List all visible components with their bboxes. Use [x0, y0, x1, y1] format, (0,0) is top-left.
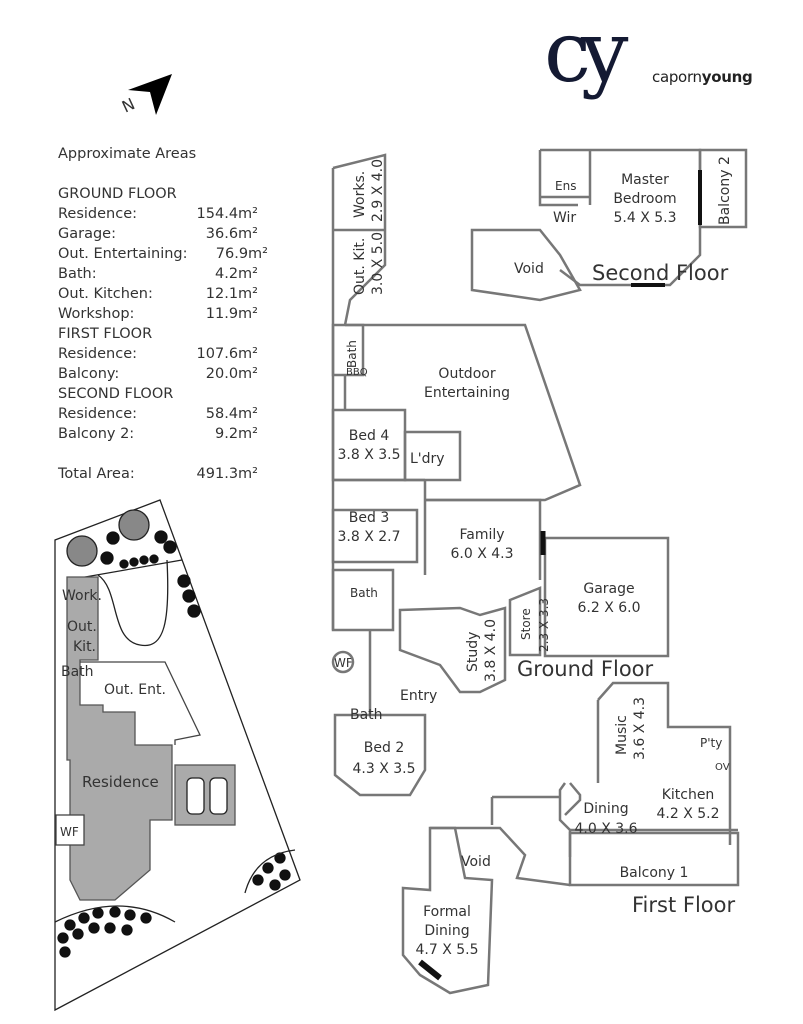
- site-label-wf: WF: [60, 825, 79, 839]
- room-wir: Wir: [553, 210, 576, 226]
- area-row: Out. Entertaining:76.9m²: [58, 246, 268, 262]
- room-study: Study: [465, 632, 481, 672]
- room-outkit: Out. Kit.: [352, 238, 368, 295]
- site-label-out-ent: Out. Ent.: [104, 682, 166, 698]
- room-bath-entry: Bath: [350, 707, 383, 723]
- area-row: Out. Kitchen:12.1m²: [58, 286, 258, 302]
- area-row: Residence:154.4m²: [58, 206, 258, 222]
- room-bed3-dim: 3.8 X 2.7: [337, 529, 400, 545]
- room-dining-dim: 4.0 X 3.6: [574, 821, 637, 837]
- room-outdoor-line2: Entertaining: [424, 385, 510, 401]
- room-master-dim: 5.4 X 5.3: [613, 210, 676, 226]
- brand-logo: cy capornyoung: [540, 10, 770, 118]
- room-garage: Garage: [583, 581, 634, 597]
- brand-name-light: caporn: [652, 68, 702, 86]
- site-label-residence: Residence: [82, 773, 159, 791]
- room-void-first: Void: [461, 854, 491, 870]
- site-plan: Work. Out. Kit. Bath Out. Ent. Residence…: [54, 499, 301, 1012]
- room-balcony1: Balcony 1: [620, 865, 689, 881]
- site-label-outkit-2: Kit.: [73, 639, 96, 655]
- area-row: Balcony 2:9.2m²: [58, 426, 258, 442]
- second-floor-label: Second Floor: [592, 261, 729, 285]
- total-area-row: Total Area:491.3m²: [58, 466, 258, 482]
- room-family-dim: 6.0 X 4.3: [450, 546, 513, 562]
- site-label-outkit-1: Out.: [67, 619, 97, 635]
- room-formal-line1: Formal: [423, 904, 471, 920]
- room-store: Store: [519, 608, 533, 640]
- room-works-dim: 2.9 X 4.0: [370, 159, 386, 222]
- room-bed3: Bed 3: [349, 510, 389, 526]
- room-bed2-dim: 4.3 X 3.5: [352, 761, 415, 777]
- first-floor-label: First Floor: [632, 893, 735, 917]
- room-master-line1: Master: [621, 172, 669, 188]
- room-family: Family: [459, 527, 504, 543]
- area-row: Residence:58.4m²: [58, 406, 258, 422]
- room-bed4: Bed 4: [349, 428, 390, 444]
- room-pty: P'ty: [700, 736, 722, 750]
- section-second-heading: SECOND FLOOR: [58, 386, 174, 402]
- brand-name-bold: young: [701, 68, 753, 86]
- room-bbq: BBQ: [346, 367, 368, 378]
- site-label-bath: Bath: [61, 664, 94, 680]
- room-wf: WF: [334, 656, 353, 670]
- room-outkit-dim: 3.0 X 5.0: [370, 232, 386, 295]
- second-floor-plan: Master Bedroom 5.4 X 5.3 Balcony 2 Ens W…: [470, 148, 748, 302]
- brand-monogram: cy: [544, 3, 628, 101]
- room-garage-dim: 6.2 X 6.0: [577, 600, 640, 616]
- ground-floor-label: Ground Floor: [517, 657, 654, 681]
- first-floor-plan: Music 3.6 X 4.3 P'ty OV Kitchen 4.2 X 5.…: [401, 681, 740, 995]
- room-music: Music: [614, 715, 630, 755]
- room-master-line2: Bedroom: [613, 191, 676, 207]
- room-dining: Dining: [583, 801, 628, 817]
- area-row: Garage:36.6m²: [58, 226, 258, 242]
- area-row: Workshop:11.9m²: [58, 306, 258, 322]
- room-ens: Ens: [555, 179, 576, 193]
- area-row: Bath:4.2m²: [58, 266, 258, 282]
- section-ground-heading: GROUND FLOOR: [58, 186, 177, 202]
- room-kitchen-dim: 4.2 X 5.2: [656, 806, 719, 822]
- room-void-second: Void: [514, 261, 544, 277]
- room-formal-line2: Dining: [424, 923, 469, 939]
- area-row: Residence:107.6m²: [58, 346, 258, 362]
- room-store-dim: 2.3 X 3.3: [537, 598, 551, 652]
- brand-wordmark: capornyoung: [652, 68, 753, 86]
- room-ldry: L'dry: [410, 451, 445, 467]
- room-bath-ground: Bath: [350, 586, 378, 600]
- north-arrow-icon: N: [119, 74, 172, 116]
- area-schedule-title: Approximate Areas: [58, 146, 197, 162]
- ground-floor-plan: Works. 2.9 X 4.0 Out. Kit. 3.0 X 5.0 Bat…: [331, 153, 670, 797]
- room-balcony2: Balcony 2: [717, 156, 733, 225]
- room-outdoor-line1: Outdoor: [438, 366, 495, 382]
- section-first-heading: FIRST FLOOR: [58, 326, 153, 342]
- room-kitchen: Kitchen: [662, 787, 715, 803]
- room-bed4-dim: 3.8 X 3.5: [337, 447, 400, 463]
- area-row: Balcony:20.0m²: [58, 366, 258, 382]
- room-formal-dim: 4.7 X 5.5: [415, 942, 478, 958]
- room-bath-top: Bath: [345, 340, 359, 368]
- room-study-dim: 3.8 X 4.0: [483, 619, 499, 682]
- room-works: Works.: [352, 171, 368, 218]
- site-label-work: Work.: [62, 588, 102, 604]
- room-ov: OV: [715, 762, 730, 773]
- area-schedule: Approximate Areas GROUND FLOOR Residence…: [58, 144, 268, 484]
- room-bed2: Bed 2: [364, 740, 404, 756]
- room-music-dim: 3.6 X 4.3: [632, 697, 648, 760]
- room-entry: Entry: [400, 688, 437, 704]
